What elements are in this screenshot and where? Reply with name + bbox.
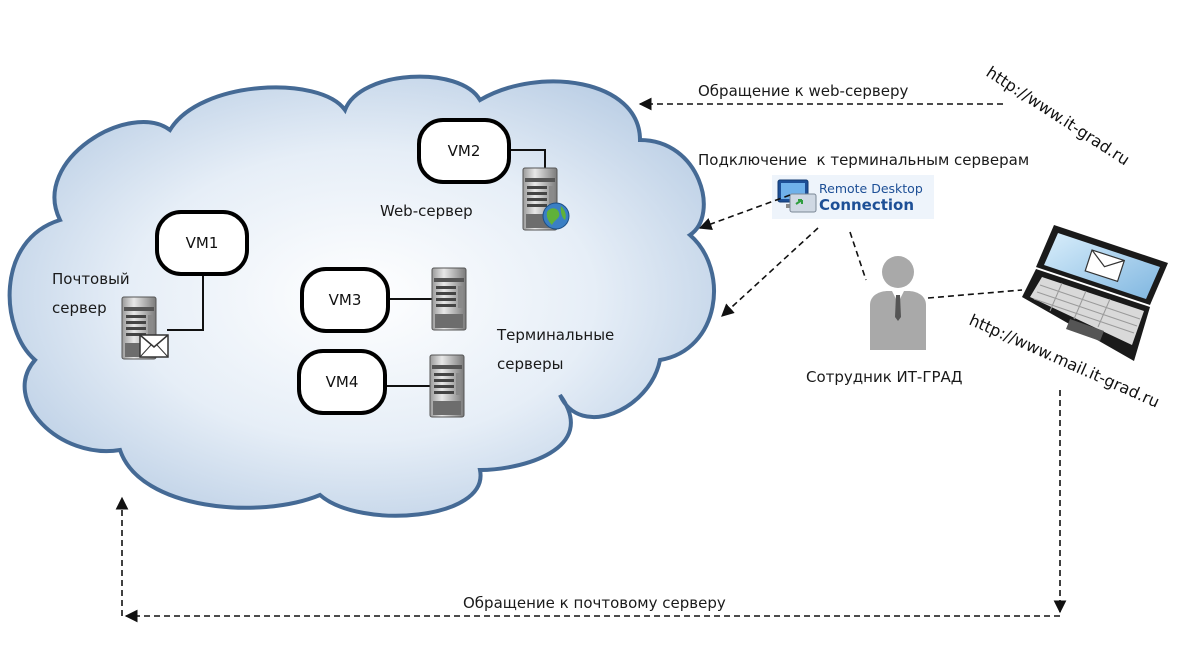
remote-desktop-logo: Remote Desktop Connection: [772, 175, 934, 219]
mail-server-label-line1: Почтовый: [52, 270, 130, 288]
rdc-line2: Connection: [819, 196, 914, 214]
terminal-server-1-icon: [431, 267, 467, 331]
vm4-label: VM4: [326, 373, 359, 391]
rdc-line1: Remote Desktop: [819, 181, 923, 196]
employee-label: Сотрудник ИТ-ГРАД: [806, 368, 963, 386]
terminal-servers-label-line2: серверы: [497, 355, 563, 373]
vm2-node: VM2: [417, 118, 511, 184]
employee-laptop-link: [927, 289, 1023, 299]
vm1-node: VM1: [155, 210, 249, 276]
mail-request-label: Обращение к почтовому серверу: [463, 594, 726, 612]
vm2-label: VM2: [448, 142, 481, 160]
vm1-link: [167, 275, 204, 331]
mail-server-icon: [121, 296, 169, 360]
vm3-node: VM3: [300, 267, 390, 333]
terminal-servers-label-line1: Терминальные: [496, 326, 614, 344]
web-server-label: Web-сервер: [380, 202, 473, 220]
terminal-connection-label: Подключение к терминальным серверам: [698, 151, 1029, 169]
web-server-icon: [522, 167, 570, 231]
vm4-node: VM4: [297, 349, 387, 415]
terminal-server-2-icon: [429, 354, 465, 418]
vm1-label: VM1: [186, 234, 219, 252]
vm2-link: [510, 149, 546, 170]
employee-icon: [870, 256, 926, 350]
rdc-arrow-upper: [698, 194, 791, 231]
laptop-icon: [1022, 225, 1168, 361]
vm3-label: VM3: [329, 291, 362, 309]
mail-server-label-line2: сервер: [52, 299, 107, 317]
rdc-employee-link: [849, 231, 867, 281]
rdc-arrow-lower: [721, 227, 819, 317]
web-request-label: Обращение к web-серверу: [698, 82, 909, 100]
